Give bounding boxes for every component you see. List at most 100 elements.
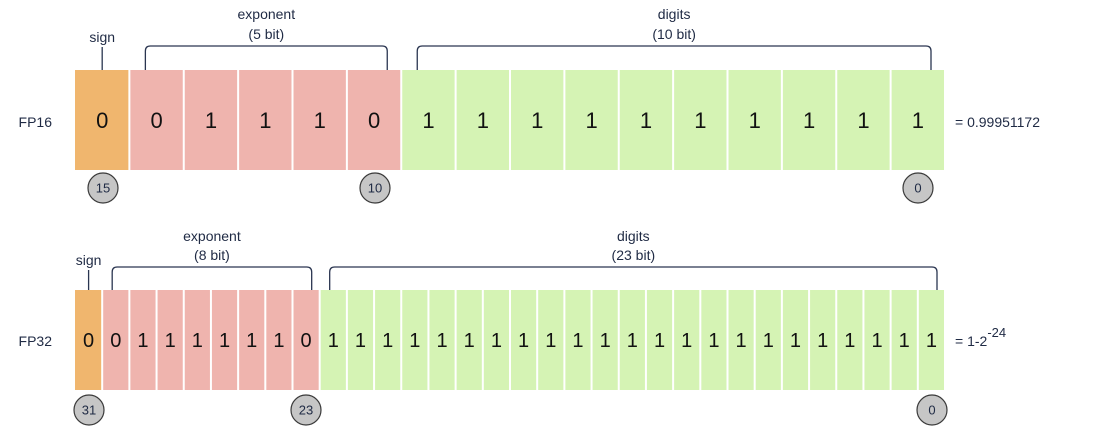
bit-cell-background [347,70,401,170]
digit-bit-cell: 1 [728,70,781,170]
bit-cell-background [782,290,809,390]
bit-value: 1 [654,330,665,352]
bit-index-marker: 0 [916,394,948,426]
bit-value: 1 [899,330,910,352]
digit-bit-cell: 1 [782,290,809,390]
bit-cell-background [184,290,210,390]
bit-index-circle [87,172,119,204]
digit-bit-cell: 1 [375,290,401,390]
bit-value: 1 [518,330,529,352]
digit-bit-cell: 1 [701,290,727,390]
bit-value: 1 [817,330,828,352]
bit-cell-background [402,70,455,170]
bit-value: 1 [137,330,148,352]
bit-cell-background [565,70,618,170]
exponent-bit-cell: 0 [103,290,129,390]
digit-bit-cell: 1 [592,290,618,390]
digit-bit-cell: 1 [429,290,455,390]
exponent-bit-cell: 1 [211,290,238,390]
exponent-bit-cell: 0 [347,70,401,170]
bit-value: 0 [301,330,312,352]
bit-cell-background [239,290,265,390]
exponent-bit-cell: 1 [239,290,265,390]
digit-bit-cell: 1 [538,290,564,390]
bit-cell-background [75,70,129,170]
bit-cell-background [130,290,156,390]
bit-cell-background [674,70,727,170]
bit-cell-background [130,70,183,170]
bit-value: 1 [273,330,284,352]
bit-index-circle [902,172,934,204]
format-label: FP32 [19,333,53,349]
bit-value: 0 [150,108,162,133]
bit-value: 1 [192,330,203,352]
result-value: = 1-2-24 [955,325,1006,349]
bit-value: 1 [422,108,434,133]
bit-cell-background [538,290,564,390]
exponent-bit-cell: 1 [184,290,210,390]
bit-cell-background [755,290,781,390]
bit-value: 1 [409,330,420,352]
bit-index-circle [73,394,105,426]
bit-cell-background [103,290,129,390]
sign-label: sign [76,252,102,268]
bit-value: 1 [355,330,366,352]
bit-value: 1 [165,330,176,352]
digit-bit-cell: 1 [728,290,754,390]
result-exponent: -24 [987,325,1006,340]
digit-bit-cell: 1 [511,290,537,390]
digit-bit-cell: 1 [837,70,890,170]
bit-value: 1 [205,108,217,133]
digit-bit-cell: 1 [347,290,374,390]
exponent-bit-cell: 1 [239,70,292,170]
bit-cell-background [211,290,238,390]
bit-value: 1 [749,108,761,133]
bit-index-marker: 31 [73,394,105,426]
bit-index-marker: 10 [359,172,391,204]
bit-value: 1 [491,330,502,352]
result-text: = 0.99951172 [955,114,1040,130]
digit-bit-cell: 1 [755,290,781,390]
bit-index-marker: 0 [902,172,934,204]
bit-cell-background [701,290,727,390]
bit-cell-background [75,290,102,390]
bit-cell-background [266,290,292,390]
digit-bit-cell: 1 [619,70,673,170]
bit-cell-background [565,290,591,390]
exponent-bit-count-label: (8 bit) [194,247,230,263]
bit-cell-background [402,290,428,390]
digit-bit-cell: 1 [891,70,944,170]
digit-bit-cell: 1 [402,70,455,170]
bit-value: 1 [259,108,271,133]
bit-index-number: 10 [368,181,382,196]
bit-cell-background [674,290,700,390]
digit-bit-cell: 1 [456,290,482,390]
bit-value: 1 [640,108,652,133]
bit-cell-background [782,70,836,170]
result-value: = 0.99951172 [955,114,1040,130]
bit-cell-background [810,290,836,390]
bit-value: 1 [464,330,475,352]
digit-bit-cell: 1 [782,70,836,170]
bit-value: 1 [790,330,801,352]
bit-value: 1 [681,330,692,352]
exponent-bit-cell: 1 [293,70,346,170]
bit-index-number: 15 [96,181,110,196]
digit-bit-cell: 1 [674,70,727,170]
bit-value: 1 [627,330,638,352]
bit-value: 1 [436,330,447,352]
bit-cell-background [157,290,183,390]
bit-index-number: 31 [82,403,96,418]
bit-index-marker: 15 [87,172,119,204]
bit-value: 1 [912,108,924,133]
bit-value: 0 [96,108,108,133]
digit-bit-cell: 1 [918,290,944,390]
bit-value: 1 [871,330,882,352]
bit-cell-background [293,70,346,170]
bit-value: 0 [368,108,380,133]
bit-value: 1 [803,108,815,133]
digit-bit-cell: 1 [565,290,591,390]
bit-index-circle [916,394,948,426]
